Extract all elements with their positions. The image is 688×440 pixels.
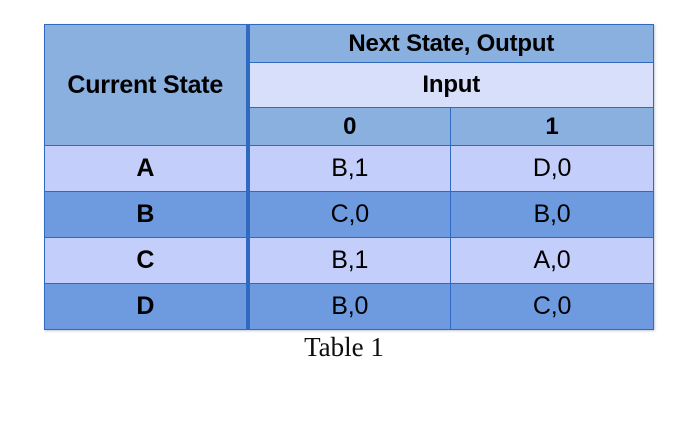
row-state-label-c: C — [44, 237, 250, 284]
row-state-label-b: B — [44, 191, 250, 238]
table-header-row-input: Input — [45, 62, 654, 108]
cell-d-input0: B,0 — [247, 283, 451, 330]
cell-a-input0: B,1 — [247, 145, 451, 192]
table-row: B C,0 B,0 — [44, 191, 654, 238]
figure-caption: Table 1 — [304, 332, 384, 362]
cell-a-input1: D,0 — [450, 145, 654, 192]
header-input: Input — [247, 62, 654, 108]
cell-c-input0: B,1 — [247, 237, 451, 284]
row-state-label-a: A — [44, 145, 250, 192]
cell-d-input1: C,0 — [450, 283, 654, 330]
table-row: C B,1 A,0 — [44, 237, 654, 284]
row-state-label-d: D — [44, 283, 250, 330]
cell-b-input0: C,0 — [247, 191, 451, 238]
table-row: A B,1 D,0 — [44, 145, 654, 192]
table-header-row-top: Current State Next State, Output — [44, 24, 654, 146]
header-next-state-output: Next State, Output — [247, 24, 654, 63]
header-input-0: 0 — [247, 107, 451, 146]
header-current-state: Current State — [44, 24, 250, 146]
table-header-row-input-values: 0 1 — [45, 107, 654, 146]
cell-c-input1: A,0 — [450, 237, 654, 284]
state-transition-table: Current State Next State, Output Input 0… — [44, 24, 654, 330]
state-transition-table-figure: Current State Next State, Output Input 0… — [44, 24, 654, 330]
header-input-1: 1 — [450, 107, 654, 146]
table-row: D B,0 C,0 — [44, 283, 654, 330]
cell-b-input1: B,0 — [450, 191, 654, 238]
